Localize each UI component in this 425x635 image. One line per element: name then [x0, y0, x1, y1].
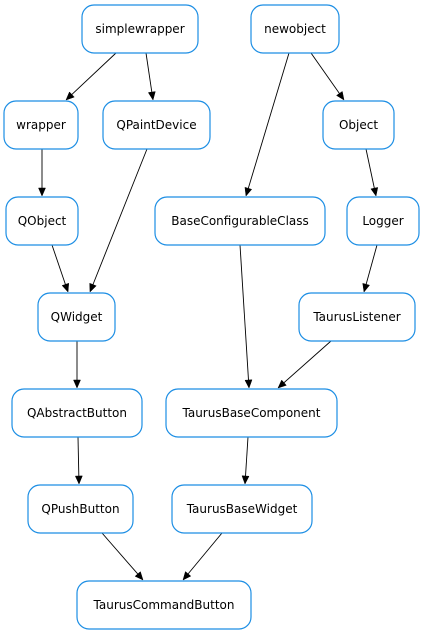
- node-label: QPushButton: [41, 502, 119, 516]
- edge-arrowhead: [89, 282, 97, 293]
- edge-TaurusBaseComponent-to-TaurusBaseWidget: [241, 436, 250, 485]
- node-label: BaseConfigurableClass: [171, 214, 309, 228]
- edge-QWidget-to-QAbstractButton: [73, 341, 81, 389]
- node-wrapper[interactable]: wrapper: [3, 100, 79, 150]
- edge-line: [310, 52, 341, 95]
- node-box: [322, 100, 395, 150]
- node-label: simplewrapper: [95, 22, 184, 36]
- node-box: [298, 292, 416, 342]
- edge-line: [365, 244, 378, 286]
- node-label: QWidget: [51, 310, 103, 324]
- edge-arrowhead: [65, 91, 75, 101]
- node-simplewrapper[interactable]: simplewrapper: [81, 4, 199, 54]
- node-box: [3, 100, 79, 150]
- node-label: QAbstractButton: [27, 406, 127, 420]
- edge-arrowhead: [244, 186, 253, 197]
- edge-arrowhead: [61, 282, 70, 293]
- node-Logger[interactable]: Logger: [346, 196, 420, 246]
- edge-arrowhead: [73, 379, 81, 389]
- edge-line: [77, 436, 80, 478]
- edge-arrowhead: [182, 571, 192, 581]
- node-label: QObject: [18, 214, 67, 228]
- edge-QPushButton-to-TaurusCommandButton: [101, 532, 144, 581]
- node-QAbstractButton[interactable]: QAbstractButton: [11, 388, 143, 438]
- node-label: TaurusBaseWidget: [186, 502, 298, 516]
- node-QObject[interactable]: QObject: [5, 196, 79, 246]
- node-label: TaurusListener: [312, 310, 400, 324]
- node-TaurusCommandButton[interactable]: TaurusCommandButton: [76, 580, 252, 630]
- node-box: [154, 196, 326, 246]
- edge-arrowhead: [38, 187, 46, 197]
- edge-arrowhead: [241, 475, 250, 485]
- edge-arrowhead: [244, 379, 253, 389]
- edge-QAbstractButton-to-QPushButton: [74, 436, 83, 485]
- node-label: Object: [339, 118, 378, 132]
- edge-newobject-to-BaseConfigurableClass: [244, 52, 290, 197]
- node-box: [250, 4, 340, 54]
- node-QPaintDevice[interactable]: QPaintDevice: [102, 100, 211, 150]
- node-QPushButton[interactable]: QPushButton: [27, 484, 134, 534]
- edge-arrowhead: [147, 91, 156, 101]
- node-QWidget[interactable]: QWidget: [37, 292, 116, 342]
- edge-arrowhead: [74, 475, 83, 485]
- node-TaurusBaseComponent[interactable]: TaurusBaseComponent: [165, 388, 338, 438]
- node-BaseConfigurableClass[interactable]: BaseConfigurableClass: [154, 196, 326, 246]
- edge-line: [145, 52, 153, 94]
- edge-line: [51, 244, 67, 286]
- edge-arrowhead: [370, 187, 379, 197]
- edges-layer: [38, 52, 379, 581]
- edge-TaurusBaseWidget-to-TaurusCommandButton: [182, 532, 223, 581]
- edge-newobject-to-Object: [310, 52, 345, 101]
- edge-line: [92, 148, 148, 286]
- node-box: [37, 292, 116, 342]
- node-box: [102, 100, 211, 150]
- node-label: Logger: [362, 214, 403, 228]
- edge-simplewrapper-to-wrapper: [65, 52, 117, 101]
- node-box: [346, 196, 420, 246]
- edge-arrowhead: [134, 571, 144, 581]
- node-TaurusListener[interactable]: TaurusListener: [298, 292, 416, 342]
- edge-line: [247, 52, 290, 190]
- edge-arrowhead: [336, 91, 345, 101]
- edge-line: [187, 532, 223, 575]
- edge-line: [365, 148, 375, 190]
- node-label: QPaintDevice: [116, 118, 196, 132]
- node-newobject[interactable]: newobject: [250, 4, 340, 54]
- node-box: [11, 388, 143, 438]
- node-box: [76, 580, 252, 630]
- node-label: newobject: [264, 22, 326, 36]
- edge-wrapper-to-QObject: [38, 149, 46, 197]
- edge-Logger-to-TaurusListener: [362, 244, 378, 293]
- edge-line: [245, 436, 249, 478]
- edge-line: [282, 340, 332, 384]
- node-TaurusBaseWidget[interactable]: TaurusBaseWidget: [171, 484, 313, 534]
- edge-arrowhead: [277, 379, 287, 389]
- node-Object[interactable]: Object: [322, 100, 395, 150]
- edge-simplewrapper-to-QPaintDevice: [145, 52, 156, 101]
- node-box: [81, 4, 199, 54]
- edge-QObject-to-QWidget: [51, 244, 70, 293]
- node-box: [171, 484, 313, 534]
- node-label: TaurusBaseComponent: [182, 406, 321, 420]
- edge-BaseConfigurableClass-to-TaurusBaseComponent: [239, 244, 253, 389]
- edge-QPaintDevice-to-QWidget: [89, 148, 148, 293]
- edge-TaurusListener-to-TaurusBaseComponent: [277, 340, 332, 389]
- node-label: TaurusCommandButton: [93, 598, 235, 612]
- node-box: [5, 196, 79, 246]
- edge-arrowhead: [362, 283, 370, 293]
- edge-line: [239, 244, 250, 382]
- edge-line: [101, 532, 139, 576]
- node-box: [165, 388, 338, 438]
- edge-Object-to-Logger: [365, 148, 379, 197]
- nodes-layer: simplewrapper newobject wrapper QPaintDevic…: [3, 4, 420, 630]
- node-box: [27, 484, 134, 534]
- node-label: wrapper: [16, 118, 66, 132]
- edge-line: [70, 52, 117, 96]
